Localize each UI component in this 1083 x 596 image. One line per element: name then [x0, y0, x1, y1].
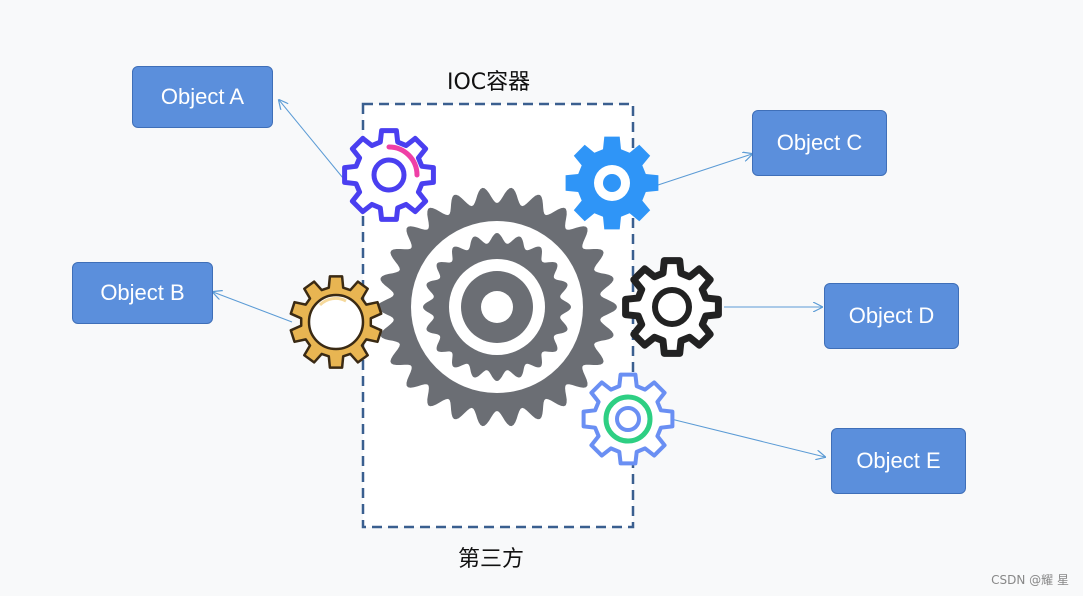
yellow-gear-icon: [289, 275, 383, 369]
arrow-to-object-e: [670, 418, 825, 457]
light-blue-gear-icon: [581, 372, 675, 466]
third-party-label: 第三方: [458, 547, 525, 572]
black-gear-icon: [622, 257, 722, 357]
object-d-box: Object D: [824, 283, 959, 349]
central-gear-icon: [377, 187, 617, 427]
ioc-container-title: IOC容器: [447, 70, 531, 95]
object-b-box: Object B: [72, 262, 213, 324]
arrow-to-object-b: [213, 292, 293, 323]
arrow-to-object-a: [279, 100, 344, 179]
arrow-to-object-c: [657, 154, 752, 186]
object-c-box: Object C: [752, 110, 887, 176]
object-a-box: Object A: [132, 66, 273, 128]
purple-gear-icon: [342, 128, 436, 222]
watermark: CSDN @耀 星: [991, 573, 1069, 587]
blue-gear-icon: [565, 136, 659, 230]
object-e-box: Object E: [831, 428, 966, 494]
